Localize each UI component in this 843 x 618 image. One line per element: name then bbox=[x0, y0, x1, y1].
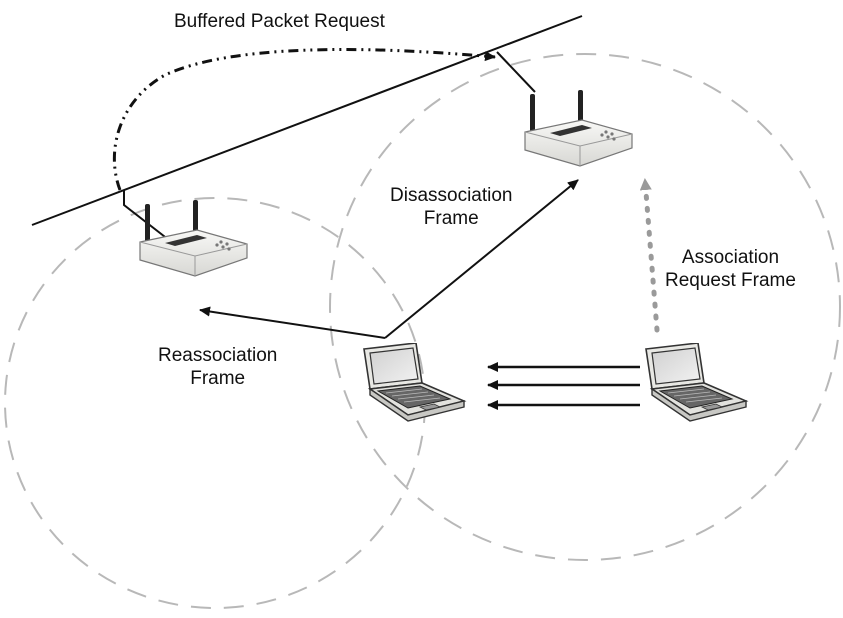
roaming-movement-arrows bbox=[487, 362, 640, 410]
buffered-packet-request-label: Buffered Packet Request bbox=[174, 11, 385, 32]
disassociation-frame-label: Disassociation Frame bbox=[390, 185, 513, 229]
association-request-arrow bbox=[639, 177, 660, 333]
laptop-original-icon bbox=[645, 343, 747, 422]
reassociation-frame-arrow bbox=[199, 306, 386, 339]
old-ap-cable bbox=[123, 190, 179, 248]
access-point-new-icon bbox=[524, 90, 633, 167]
new-ap-cable bbox=[496, 51, 536, 93]
association-request-frame-label: Association Request Frame bbox=[665, 247, 796, 291]
coverage-areas bbox=[4, 53, 841, 609]
buffered-packet-request-arrow bbox=[112, 48, 496, 191]
access-point-old-icon bbox=[139, 200, 248, 277]
reassociation-frame-label: Reassociation Frame bbox=[158, 345, 278, 389]
coverage-area-new-ap bbox=[329, 53, 841, 561]
disassociation-frame-arrow bbox=[384, 179, 579, 339]
laptop-roaming-icon bbox=[363, 343, 465, 422]
